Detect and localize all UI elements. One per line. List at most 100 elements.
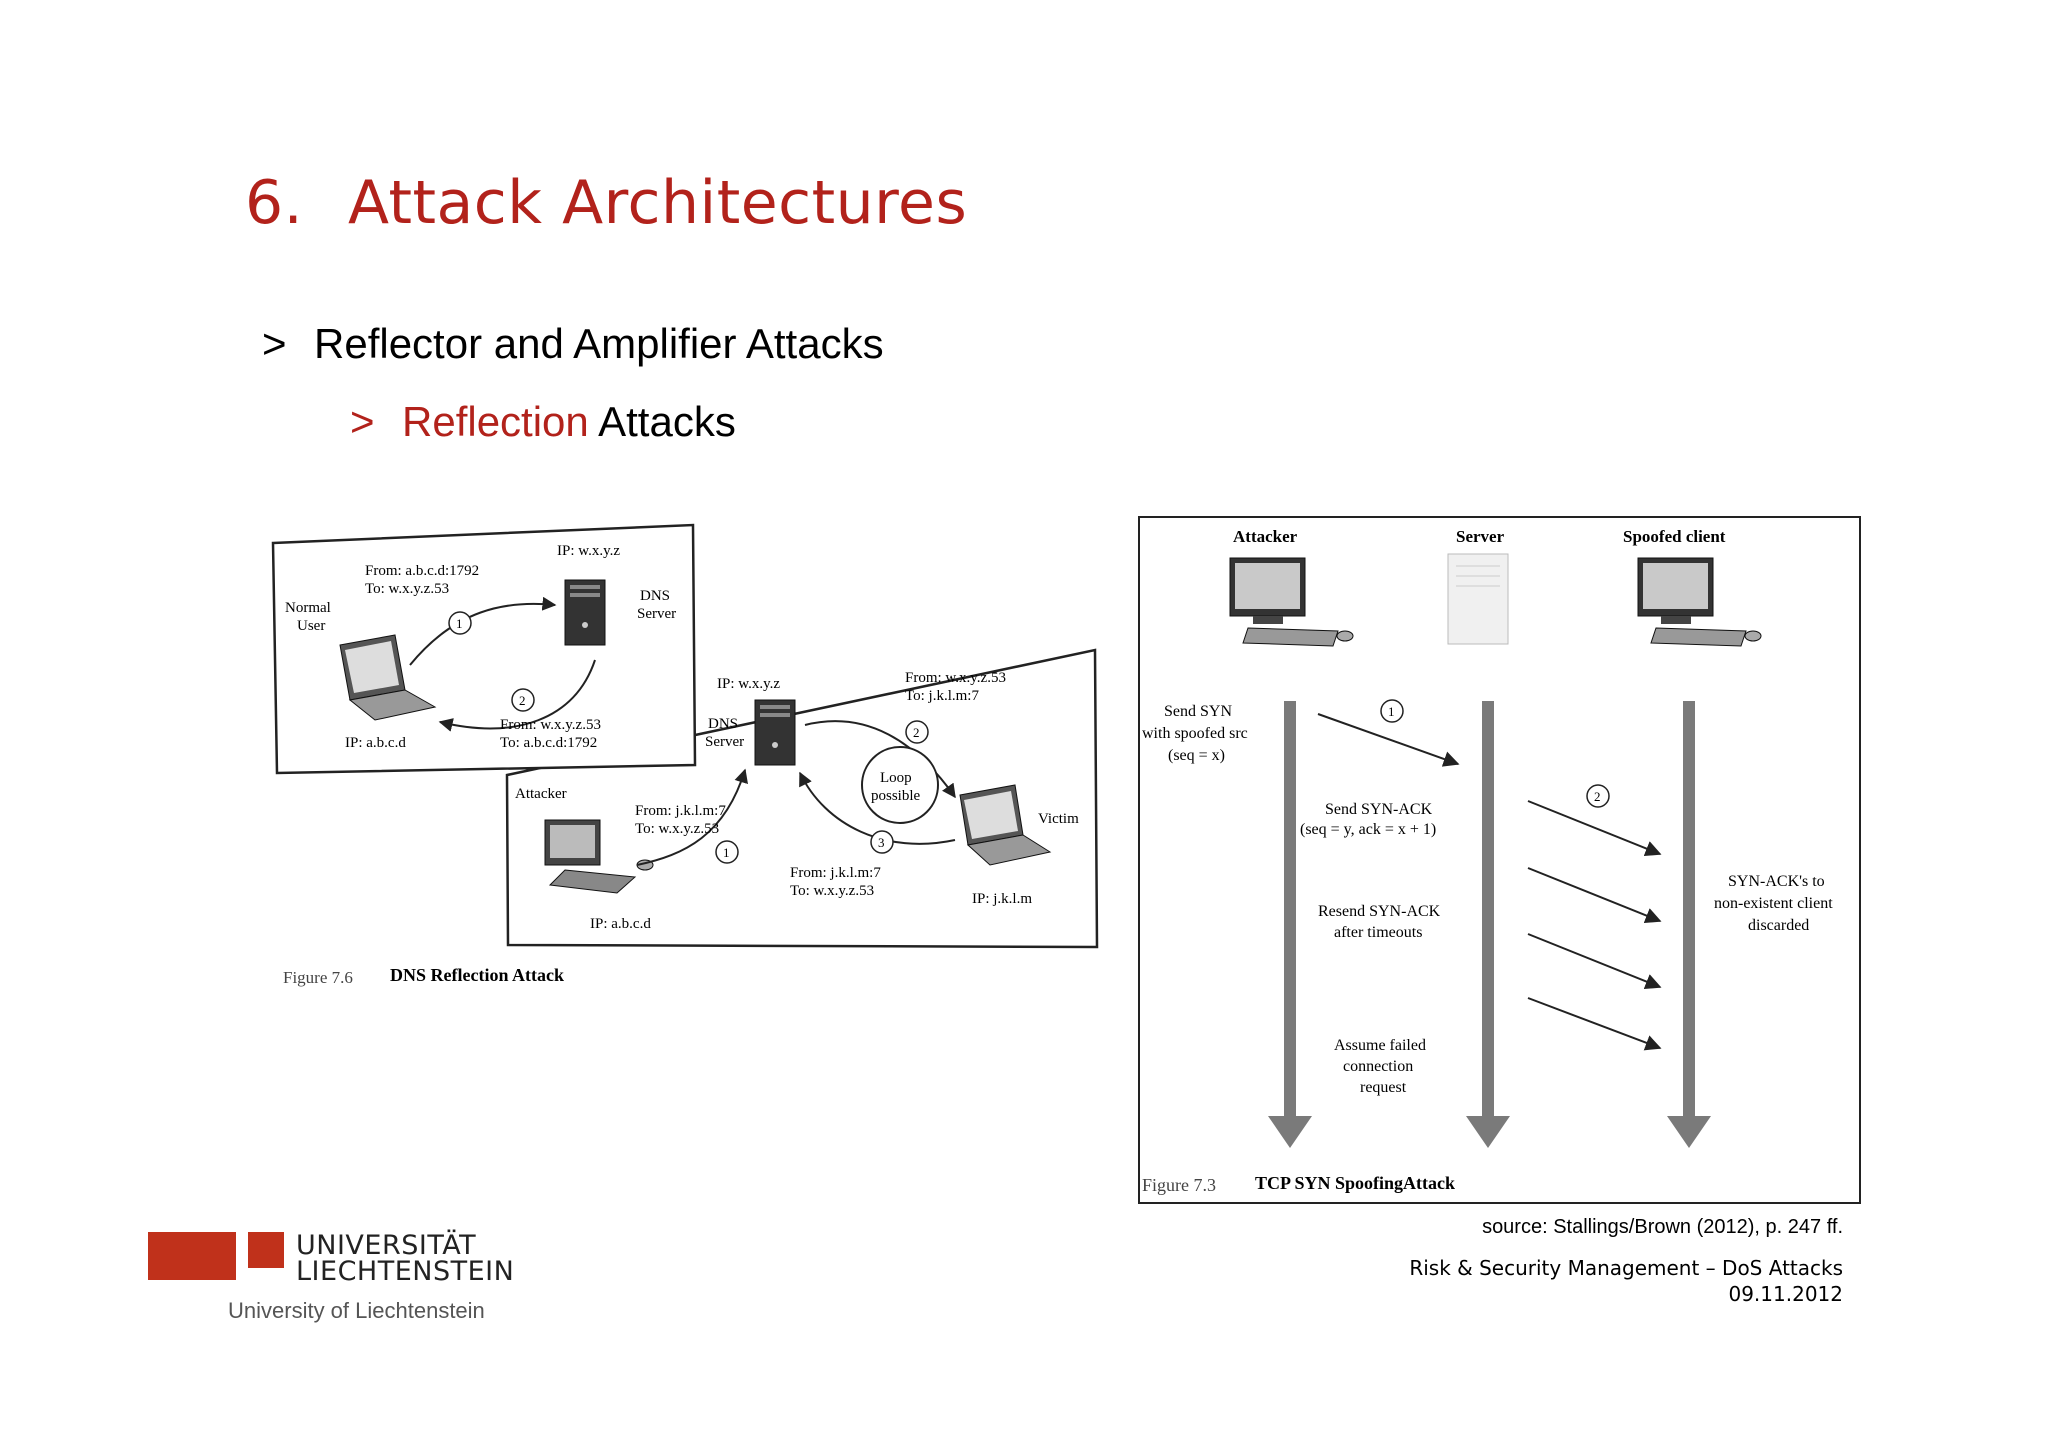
bullet-text: Attacks (588, 398, 736, 445)
logo-block (248, 1232, 284, 1268)
flow-arrow (438, 659, 596, 732)
step-label: SYN-ACK's to (1728, 873, 1825, 890)
message-label: To: a.b.c.d:1792 (500, 735, 597, 751)
step-badge (905, 720, 929, 744)
dns-reflection-figure: IP: w.x.y.z DNS Server Normal User IP: a… (271, 523, 1099, 987)
bullet-text: Reflector and Amplifier Attacks (314, 320, 884, 367)
server-timeline-head (1466, 1116, 1510, 1148)
step-label: (seq = x) (1168, 747, 1225, 764)
attacker-computer-icon (544, 819, 654, 894)
attacker-label: Attacker (515, 786, 567, 802)
slide-title: 6. Attack Architectures (245, 168, 967, 238)
attacker-timeline (1284, 701, 1296, 1121)
step-label: with spoofed src (1142, 725, 1248, 742)
attacker-timeline-head (1268, 1116, 1312, 1148)
ip-label: IP: w.x.y.z (557, 543, 620, 559)
loop-circle (861, 746, 939, 824)
step-label: connection (1343, 1058, 1413, 1075)
laptop-icon (339, 634, 437, 721)
step-badge (511, 688, 535, 712)
footer-date: 09.11.2012 (1728, 1282, 1843, 1306)
dns-label: DNS (640, 588, 670, 604)
spoofed-client-computer-icon (1637, 557, 1762, 647)
step-number: 1 (1388, 704, 1395, 719)
step-number: 1 (723, 845, 730, 860)
victim-laptop-icon (959, 784, 1052, 866)
step-label: Send SYN-ACK (1325, 801, 1433, 818)
flow-arrow (804, 720, 956, 799)
syn-ack-arrow (1527, 933, 1662, 990)
dns-server-icon (564, 579, 606, 646)
footer-course: Risk & Security Management – DoS Attacks (1409, 1256, 1843, 1280)
step-badge (870, 830, 894, 854)
timeline-arrows (1268, 701, 1711, 1148)
step-label: after timeouts (1334, 924, 1422, 941)
message-label: To: w.x.y.z.53 (365, 581, 449, 597)
step-number: 2 (519, 693, 526, 708)
syn-ack-arrow (1527, 800, 1662, 857)
ip-label: IP: a.b.c.d (345, 735, 406, 751)
server-timeline (1482, 701, 1494, 1121)
loop-label: possible (871, 788, 921, 804)
dns-label: Server (705, 734, 744, 750)
ip-label: IP: w.x.y.z (717, 676, 780, 692)
dns-label: Server (637, 606, 676, 622)
bullet-marker: > (350, 398, 375, 445)
step-label: request (1360, 1079, 1407, 1096)
step-label: Send SYN (1164, 703, 1232, 720)
figure-caption-number: Figure 7.3 (1142, 1175, 1216, 1195)
message-label: To: w.x.y.z.53 (790, 883, 874, 899)
flow-arrow (799, 771, 956, 845)
bullet-marker: > (262, 320, 287, 367)
syn-ack-arrow (1527, 997, 1662, 1051)
message-label: From: j.k.l.m:7 (790, 865, 881, 881)
figure-caption-title: DNS Reflection Attack (390, 965, 564, 985)
victim-label: Victim (1038, 811, 1079, 827)
bullet-highlight: Reflection (402, 398, 589, 445)
message-label: From: a.b.c.d:1792 (365, 563, 479, 579)
step-number: 3 (878, 835, 885, 850)
figure-caption-number: Figure 7.6 (283, 968, 353, 987)
step-badge (1586, 784, 1610, 808)
step-badge (1380, 699, 1404, 723)
logo-block (148, 1232, 236, 1280)
message-label: From: j.k.l.m:7 (635, 803, 726, 819)
user-label: Normal (285, 600, 331, 616)
tcp-syn-spoofing-figure: Attacker Server Spoofed client Send SYN … (1138, 516, 1861, 1204)
user-label: User (297, 618, 325, 634)
column-header-server: Server (1456, 527, 1505, 546)
step-label: Assume failed (1334, 1037, 1426, 1054)
syn-arrow (1317, 713, 1460, 767)
syn-ack-arrow (1527, 867, 1662, 924)
figure-caption-title: TCP SYN SpoofingAttack (1255, 1173, 1455, 1193)
ip-label: IP: a.b.c.d (590, 916, 651, 932)
column-header-attacker: Attacker (1233, 527, 1298, 546)
step-badge (448, 611, 472, 635)
university-logo: UNIVERSITÄT LIECHTENSTEIN University of … (148, 1230, 514, 1330)
message-label: From: w.x.y.z.53 (500, 717, 601, 733)
dns-label: DNS (708, 716, 738, 732)
logo-name-line-1: UNIVERSITÄT (296, 1230, 477, 1261)
bullet-level-1: > Reflector and Amplifier Attacks (262, 320, 884, 368)
step-number: 1 (456, 616, 463, 631)
client-timeline (1683, 701, 1695, 1121)
dns-server-icon (754, 699, 796, 766)
source-note: source: Stallings/Brown (2012), p. 247 f… (1482, 1216, 1843, 1238)
step-label: discarded (1748, 917, 1809, 934)
panel-bottom-frame (505, 648, 1099, 949)
step-label: Resend SYN-ACK (1318, 903, 1441, 920)
bullet-level-2: > Reflection Attacks (350, 398, 736, 446)
attacker-computer-icon (1229, 557, 1354, 647)
message-label: To: w.x.y.z.53 (635, 821, 719, 837)
step-label: (seq = y, ack = x + 1) (1300, 821, 1436, 838)
server-icon (1447, 553, 1509, 645)
title-text: Attack Architectures (348, 168, 968, 238)
step-badge (715, 840, 739, 864)
panel-top-frame (271, 523, 697, 775)
title-number: 6. (245, 168, 304, 238)
step-label: non-existent client (1714, 895, 1833, 912)
step-number: 2 (913, 725, 920, 740)
column-header-spoofed-client: Spoofed client (1623, 527, 1726, 546)
message-label: From: w.x.y.z.53 (905, 670, 1006, 686)
logo-name-line-2: LIECHTENSTEIN (296, 1256, 515, 1287)
